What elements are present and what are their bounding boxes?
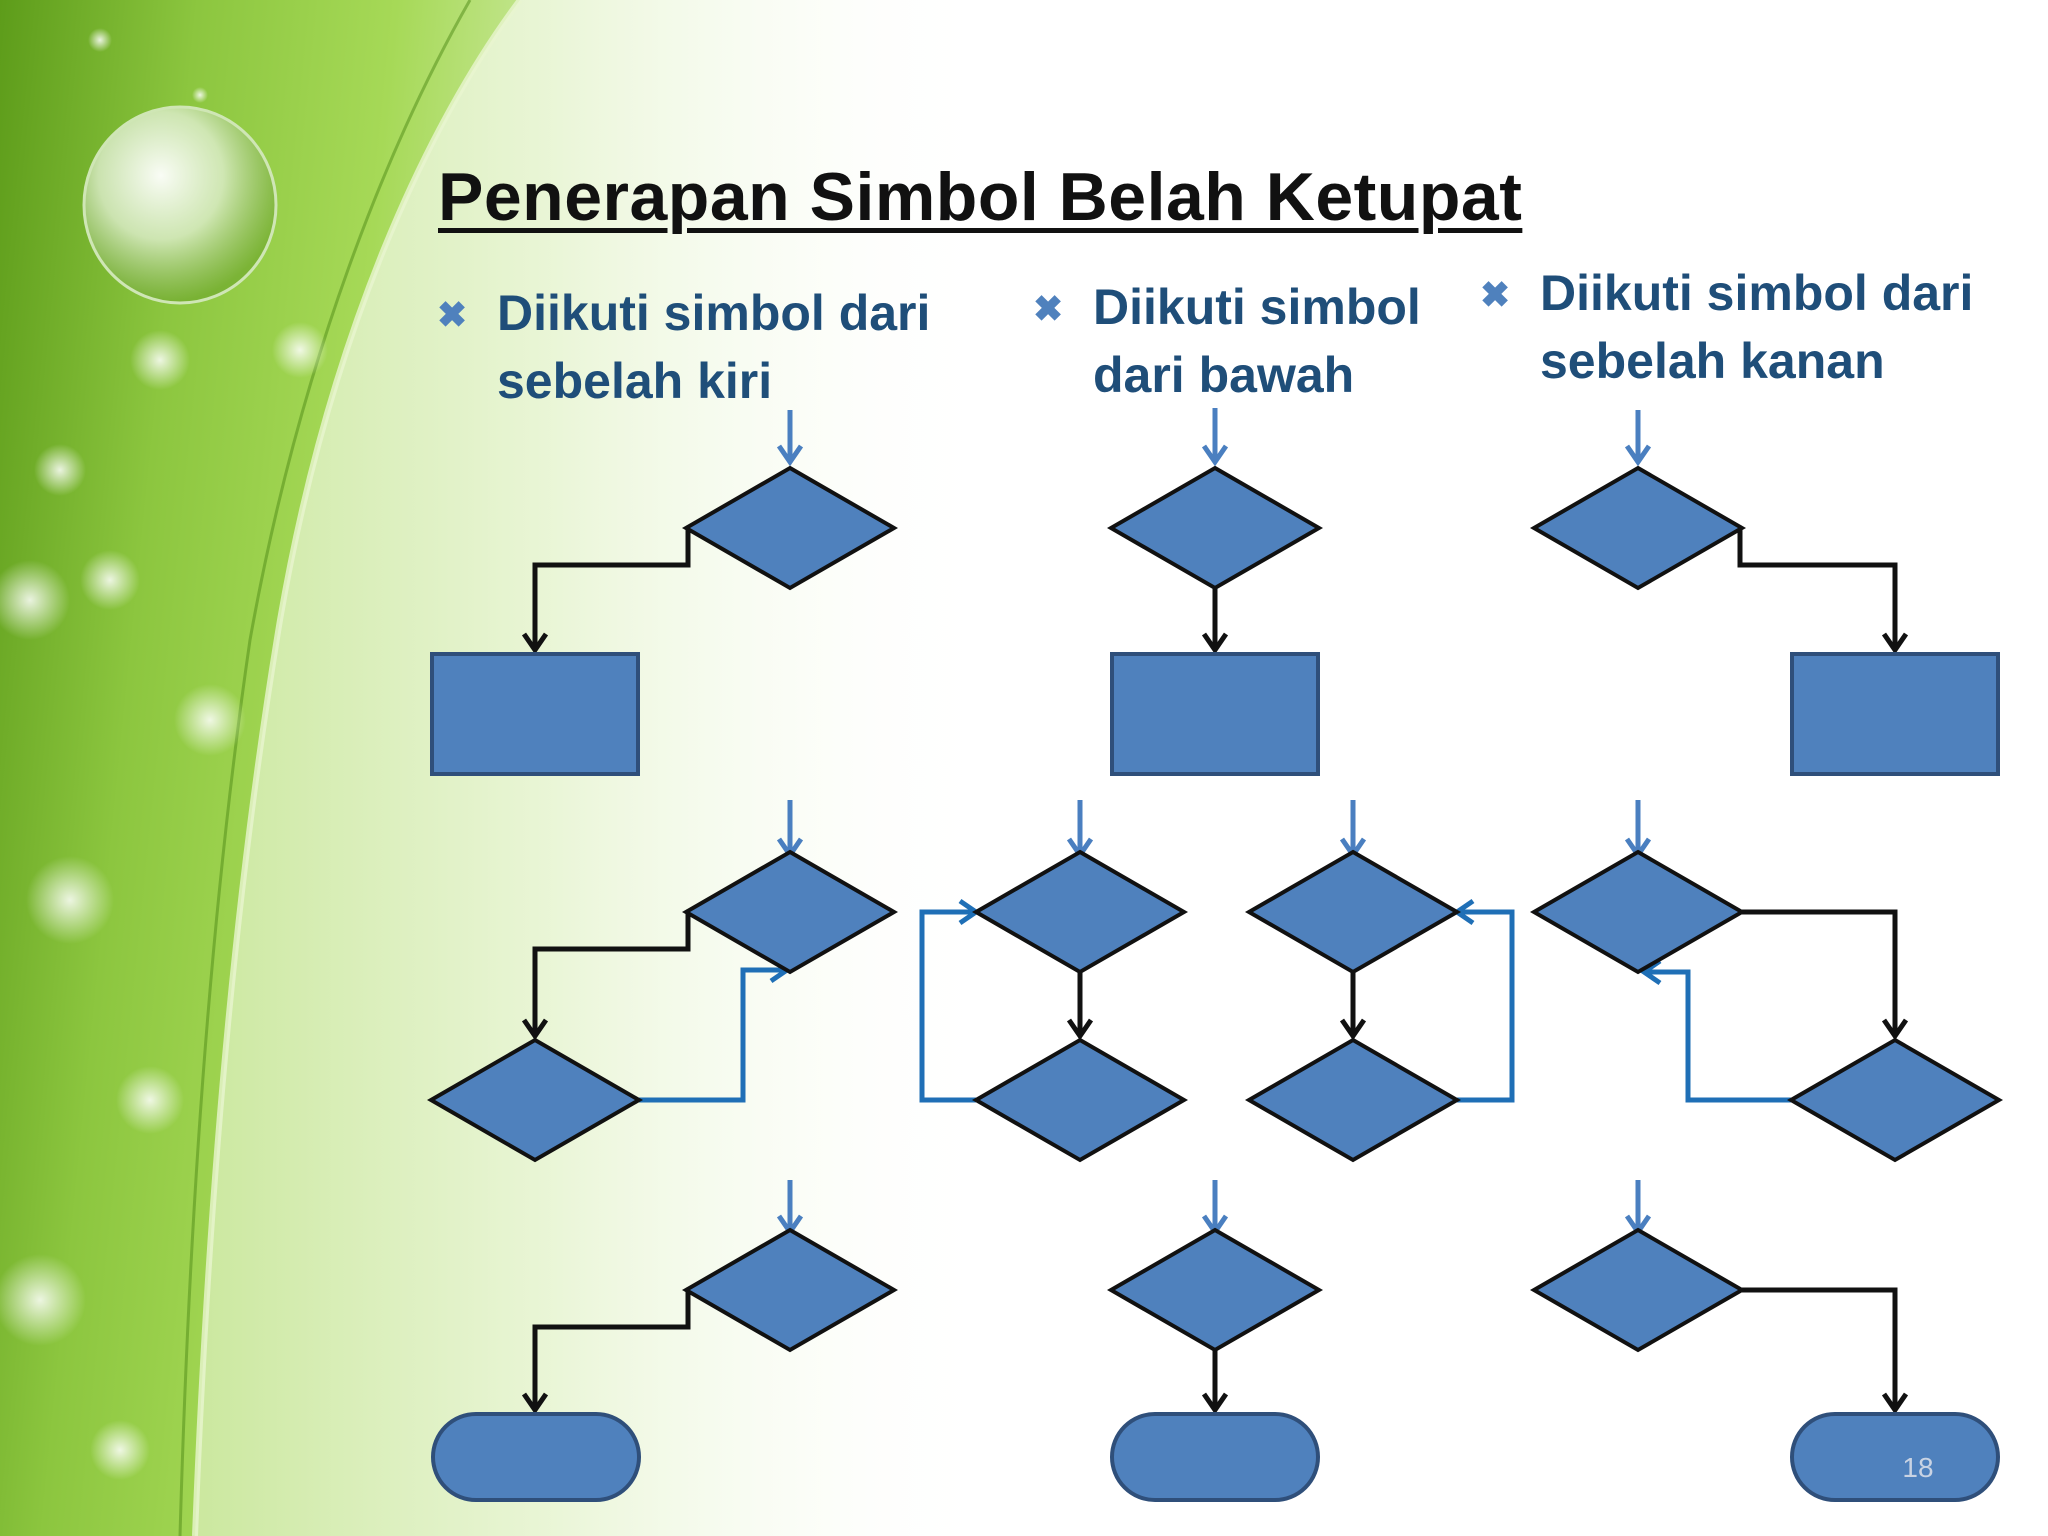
bullet-bottom-line-1: Diikuti simbol [1093, 279, 1421, 335]
decision-diamond [1529, 849, 1747, 975]
arrowhead-icon [1201, 444, 1229, 467]
connector-line [1737, 525, 1898, 650]
connector-line [532, 909, 691, 1036]
bullet-bottom: ✖ Diikuti simbol dari bawah [1033, 273, 1453, 409]
arrowhead-icon [521, 1392, 549, 1415]
x-mark-icon: ✖ [1033, 288, 1064, 329]
decision-diamond [1786, 1037, 2004, 1163]
terminator-shape [431, 1412, 641, 1502]
decision-diamond [1106, 465, 1324, 591]
connector-line [532, 1287, 691, 1410]
decision-diamond [681, 849, 899, 975]
arrowhead-icon [1881, 1392, 1909, 1415]
decision-diamond [681, 1227, 899, 1353]
bullet-left: ✖ Diikuti simbol dari sebelah kiri [437, 279, 937, 415]
arrowhead-icon [1201, 632, 1229, 655]
arrowhead-icon [1624, 444, 1652, 467]
bullet-right-line-2: sebelah kanan [1540, 333, 1885, 389]
arrowhead-icon [1881, 632, 1909, 655]
decision-diamond [1106, 1227, 1324, 1353]
arrowhead-icon [521, 632, 549, 655]
loop-connector-line [1644, 969, 1791, 1103]
bullet-bottom-line-2: dari bawah [1093, 347, 1355, 403]
connector-line [1742, 909, 1898, 1036]
connector-line [1742, 1287, 1898, 1410]
slide-number: 18 [1902, 1452, 1934, 1483]
bullet-left-line-1: Diikuti simbol dari [497, 285, 931, 341]
x-mark-icon: ✖ [437, 294, 468, 335]
arrowhead-icon [776, 444, 804, 467]
decision-diamond [1244, 849, 1462, 975]
loop-connector-line [1457, 909, 1515, 1103]
connector-line [532, 525, 691, 650]
x-mark-icon: ✖ [1480, 274, 1511, 315]
slide-title: Penerapan Simbol Belah Ketupat [438, 159, 1523, 235]
arrowhead-icon [1201, 1392, 1229, 1415]
process-rectangle [1110, 652, 1320, 776]
water-drop-icon [82, 105, 278, 305]
bullet-right: ✖ Diikuti simbol dari sebelah kanan [1480, 259, 2020, 395]
decision-diamond [971, 1037, 1189, 1163]
loop-connector-line [639, 967, 787, 1103]
decision-diamond [1244, 1037, 1462, 1163]
decision-diamond [426, 1037, 644, 1163]
process-rectangle [1790, 652, 2000, 776]
process-rectangle [430, 652, 640, 776]
arrowhead-icon [1881, 1018, 1909, 1041]
decision-diamond [971, 849, 1189, 975]
decision-diamond [681, 465, 899, 591]
arrowhead-icon [1339, 1018, 1367, 1041]
arrowhead-icon [521, 1018, 549, 1041]
bullet-right-line-1: Diikuti simbol dari [1540, 265, 1974, 321]
decision-diamond [1529, 465, 1747, 591]
terminator-shape [1790, 1412, 2000, 1502]
bullet-left-line-2: sebelah kiri [497, 353, 773, 409]
loop-connector-line [919, 909, 976, 1103]
decision-diamond [1529, 1227, 1747, 1353]
arrowhead-icon [1066, 1018, 1094, 1041]
terminator-shape [1110, 1412, 1320, 1502]
